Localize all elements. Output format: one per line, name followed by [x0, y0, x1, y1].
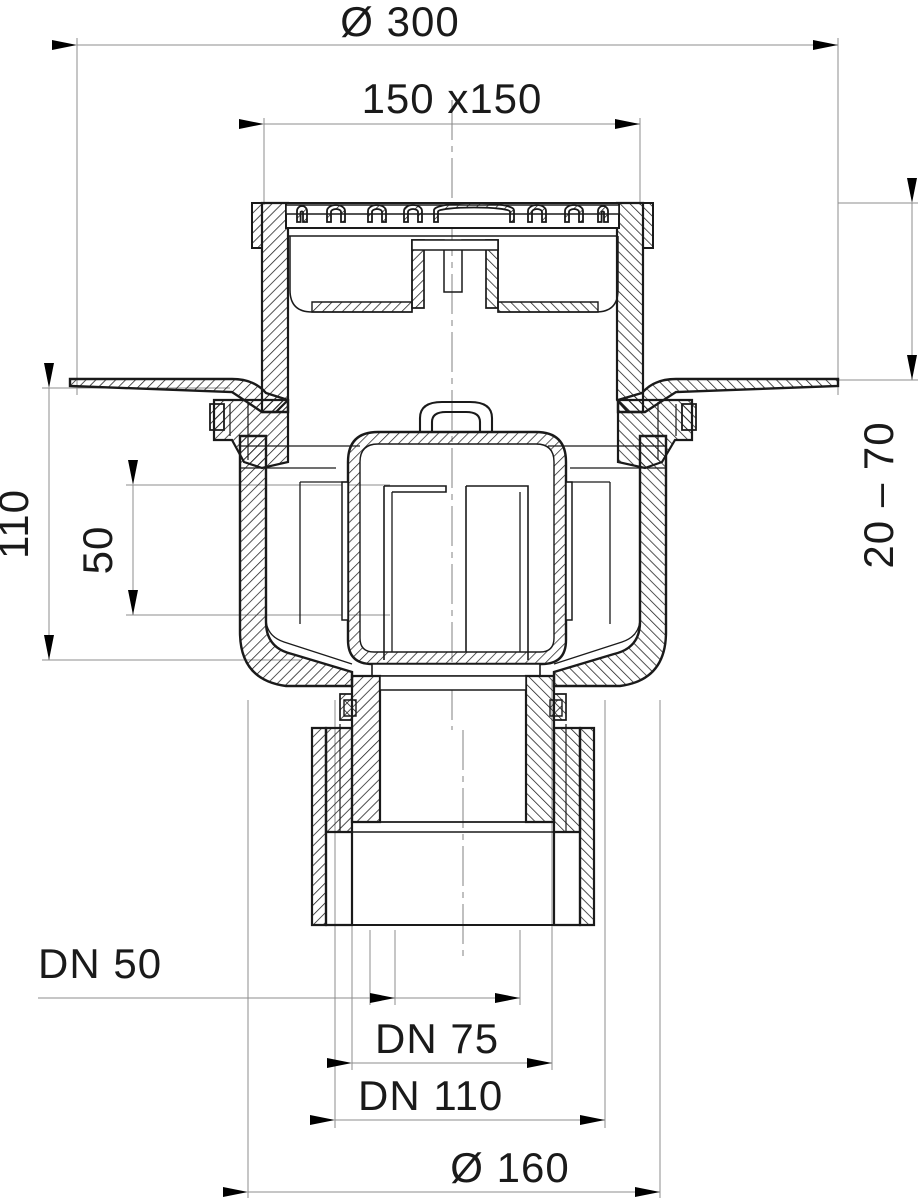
- dimension-dn110: DN 110: [310, 1072, 605, 1125]
- drain-body: [238, 434, 668, 688]
- dimension-label-dn75: DN 75: [375, 1015, 499, 1062]
- dimension-outer-diameter-top: Ø 300: [52, 0, 838, 50]
- dimension-label-outer-diameter-bottom: Ø 160: [450, 1144, 569, 1191]
- dimension-dn50: DN 50: [38, 940, 520, 1003]
- dimension-label-grate-size: 150 x150: [362, 75, 543, 122]
- grate-basket: [289, 236, 619, 313]
- dimension-label-height-110: 110: [0, 489, 37, 559]
- grate: [285, 202, 620, 237]
- dimension-outer-diameter-bottom: Ø 160: [223, 1144, 660, 1197]
- dimension-label-dn110: DN 110: [358, 1072, 503, 1119]
- dimension-grate-size: 150 x150: [239, 75, 640, 129]
- trap-insert: [299, 400, 611, 677]
- dimension-height-50: 50: [74, 460, 138, 615]
- dimension-dn75: DN 75: [327, 1015, 552, 1068]
- dimension-adjust-range: 20 – 70: [855, 178, 917, 569]
- dimension-label-height-50: 50: [74, 526, 121, 575]
- outlet-socket: [310, 674, 596, 927]
- dimension-height-110: 110: [0, 363, 54, 660]
- dimension-label-adjust-range: 20 – 70: [855, 421, 902, 568]
- dimension-label-outer-diameter-top: Ø 300: [340, 0, 459, 45]
- membrane-flange: [68, 377, 840, 470]
- dimension-label-dn50: DN 50: [38, 940, 162, 987]
